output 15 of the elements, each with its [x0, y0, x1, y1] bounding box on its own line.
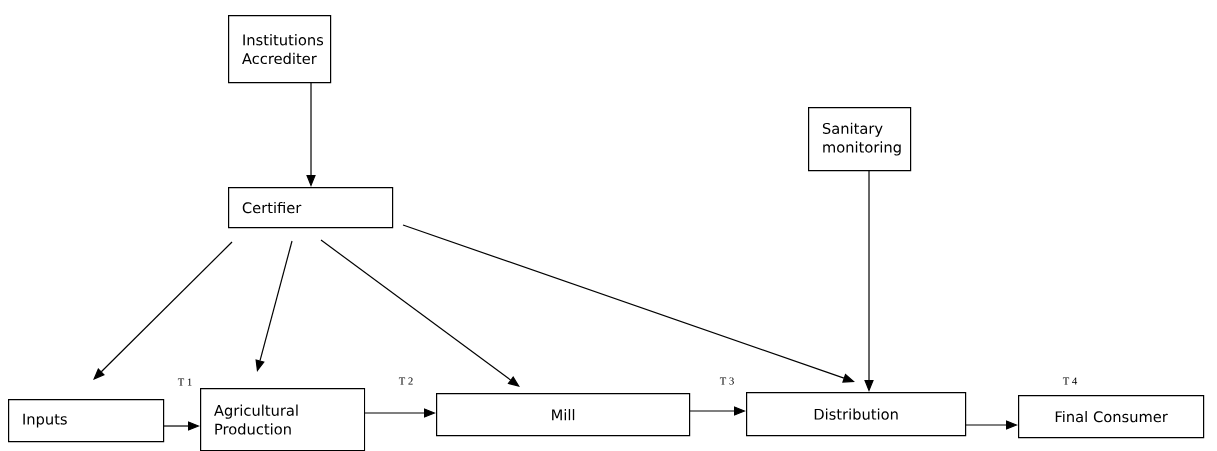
process-box: Sanitary monitoring [808, 107, 912, 172]
transaction-label: T 4 [1062, 377, 1078, 385]
transaction-label: T 3 [719, 377, 734, 385]
transaction-label: T 2 [398, 377, 413, 385]
transaction-label: T 1 [177, 378, 192, 386]
process-box: Final Consumer [1018, 395, 1205, 439]
arrow [320, 239, 520, 387]
process-box: Certifier [228, 187, 394, 229]
process-box: Mill [436, 393, 691, 437]
arrow [402, 224, 855, 383]
process-box: Institutions Accrediter [228, 15, 332, 84]
arrow [93, 241, 233, 380]
process-box: Inputs [8, 399, 165, 443]
process-box: Agricultural Production [200, 388, 366, 451]
process-box: Distribution [746, 392, 967, 437]
